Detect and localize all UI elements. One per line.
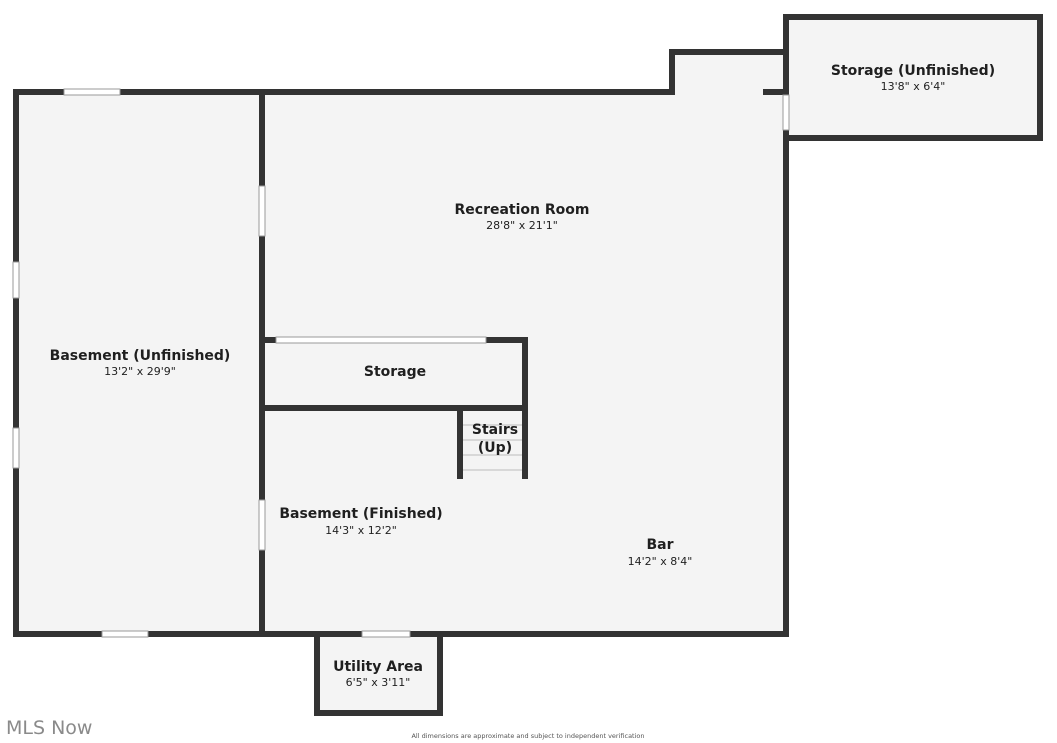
bar-dims: 14'2" x 8'4" bbox=[628, 555, 693, 568]
window-top-left bbox=[63, 88, 121, 96]
mls-now-watermark: MLS Now bbox=[6, 717, 92, 739]
wall-top bbox=[13, 49, 789, 95]
basement-unfinished-floor bbox=[18, 92, 262, 634]
window-bottom-left bbox=[101, 630, 149, 638]
basement-unfinished-dims: 13'2" x 29'9" bbox=[104, 365, 176, 378]
basement-unfinished-name: Basement (Unfinished) bbox=[50, 348, 231, 364]
basement-finished-dims: 14'3" x 12'2" bbox=[325, 524, 397, 537]
disclaimer-text: All dimensions are approximate and subje… bbox=[411, 732, 644, 740]
recreation-room-name: Recreation Room bbox=[455, 202, 590, 218]
alcove-floor bbox=[672, 52, 786, 94]
recreation-room-dims: 28'8" x 21'1" bbox=[486, 219, 558, 232]
stairs-name-line2: (Up) bbox=[478, 440, 512, 456]
window-left-upper bbox=[12, 261, 20, 299]
storage-unfinished-name: Storage (Unfinished) bbox=[831, 63, 995, 79]
opening-storage-top bbox=[275, 336, 487, 344]
storage-name: Storage bbox=[364, 364, 426, 380]
opening-divider-lower bbox=[258, 499, 266, 551]
storage-unfinished-dims: 13'8" x 6'4" bbox=[881, 80, 946, 93]
storage-unfinished-walls bbox=[783, 14, 1043, 141]
utility-area-walls bbox=[314, 631, 443, 716]
windows bbox=[12, 88, 790, 638]
opening-storage-unfinished bbox=[782, 94, 790, 131]
utility-area-dims: 6'5" x 3'11" bbox=[346, 676, 411, 689]
bar-name: Bar bbox=[646, 537, 673, 553]
stair-treads bbox=[463, 424, 522, 471]
basement-finished-name: Basement (Finished) bbox=[279, 506, 442, 522]
utility-area-floor bbox=[318, 636, 440, 713]
opening-divider-upper bbox=[258, 185, 266, 237]
stairs-name-line1: Stairs bbox=[472, 422, 518, 438]
opening-utility bbox=[361, 630, 411, 638]
window-left-lower bbox=[12, 427, 20, 469]
utility-area-name: Utility Area bbox=[333, 659, 423, 675]
storage-unfinished-floor bbox=[787, 18, 1040, 138]
